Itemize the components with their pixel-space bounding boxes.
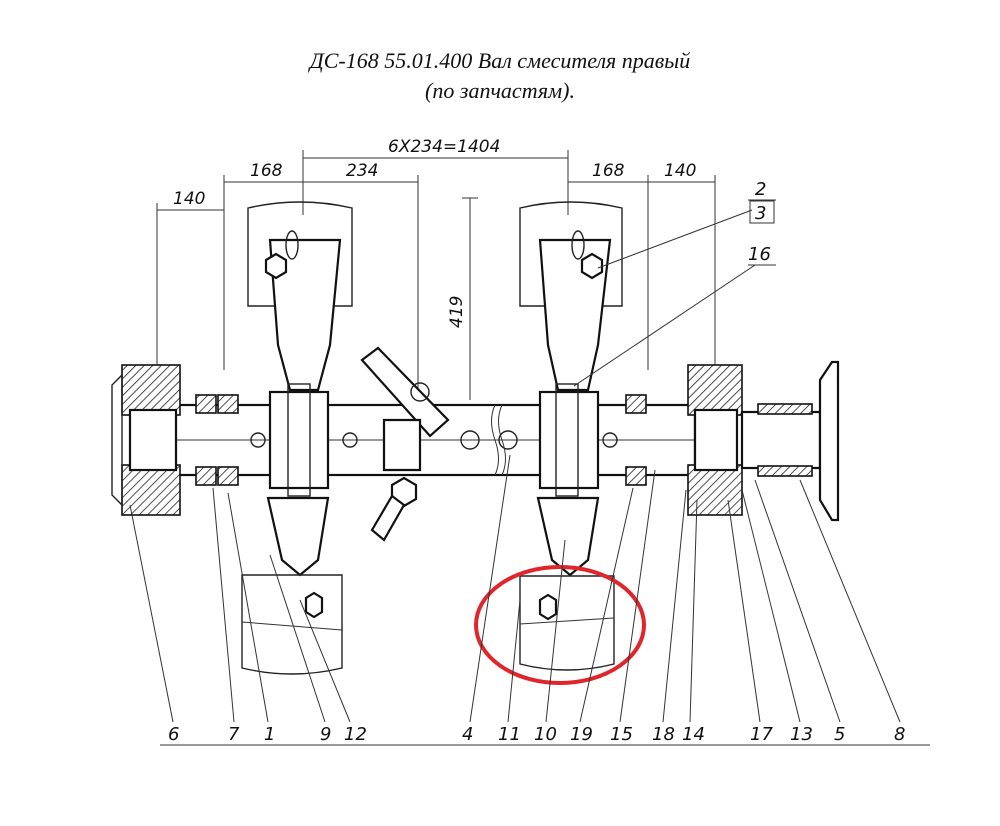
callout-11: 11	[498, 724, 521, 745]
dimension-left-234: 234	[346, 161, 378, 181]
lower-blades	[241, 496, 615, 675]
dimension-left-168: 168	[250, 161, 283, 181]
drawing-subtitle: (по запчастям).	[425, 78, 575, 103]
callout-19: 19	[570, 724, 593, 745]
callout-18: 18	[652, 724, 675, 745]
callout-4: 4	[462, 724, 473, 745]
dimension-right-168: 168	[592, 161, 625, 181]
callout-7: 7	[228, 724, 240, 745]
callout-13: 13	[790, 724, 813, 745]
highlight-ellipse	[474, 565, 646, 685]
drawing-title: ДС-168 55.01.400 Вал смесителя правый	[309, 48, 691, 73]
callout-8: 8	[894, 724, 905, 745]
callout-14: 14	[682, 724, 705, 745]
right-bearing	[625, 360, 840, 522]
center-paddle	[360, 346, 450, 542]
callout-16: 16	[748, 244, 771, 265]
callout-10: 10	[534, 724, 557, 745]
callout-12: 12	[344, 724, 367, 745]
dimension-right-140: 140	[664, 161, 696, 181]
dimension-overall: 6X234=1404	[388, 137, 500, 157]
callout-17: 17	[750, 724, 773, 745]
dimension-lines	[156, 150, 716, 430]
callout-3: 3	[755, 203, 766, 224]
left-bearing	[111, 364, 239, 516]
callout-2: 2	[755, 179, 766, 200]
hub-clamps	[268, 383, 600, 497]
dimension-left-140: 140	[173, 189, 205, 209]
upper-blades	[247, 201, 623, 392]
callout-1: 1	[264, 724, 275, 745]
callout-15: 15	[610, 724, 633, 745]
callout-9: 9	[320, 724, 331, 745]
callout-5: 5	[834, 724, 845, 745]
bottom-callout-leaders	[129, 454, 930, 746]
top-callout-leaders	[573, 199, 776, 387]
dimension-height-419: 419	[447, 296, 467, 328]
callout-6: 6	[168, 724, 179, 745]
